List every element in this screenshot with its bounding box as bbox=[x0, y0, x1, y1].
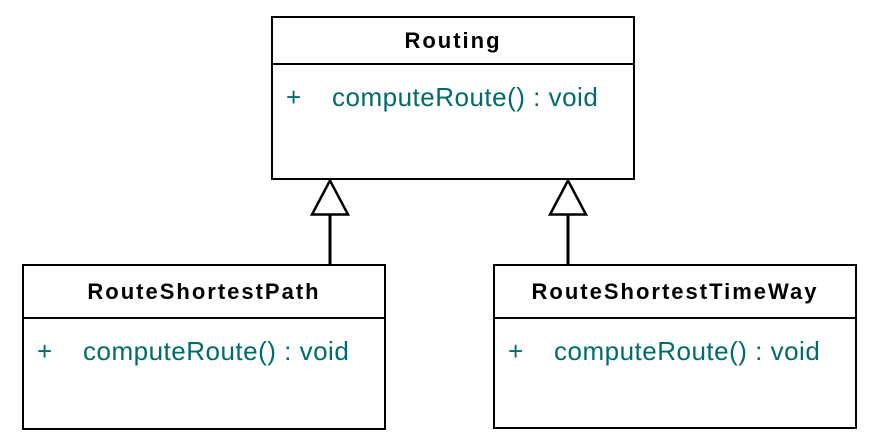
method-signature: computeRoute() : void bbox=[554, 336, 821, 366]
class-methods-compartment: + computeRoute() : void bbox=[24, 319, 384, 367]
hollow-triangle-arrowhead-icon bbox=[547, 177, 589, 216]
class-box-route-shortest-path: RouteShortestPath + computeRoute() : void bbox=[22, 264, 386, 430]
method-signature: computeRoute() : void bbox=[83, 336, 350, 366]
class-title: RouteShortestTimeWay bbox=[495, 266, 855, 319]
method-row: + computeRoute() : void bbox=[508, 336, 855, 367]
class-methods-compartment: + computeRoute() : void bbox=[495, 319, 855, 367]
hollow-triangle-arrowhead-icon bbox=[309, 177, 351, 216]
method-row: + computeRoute() : void bbox=[37, 336, 384, 367]
method-visibility: + bbox=[286, 82, 302, 112]
generalization-connector-left bbox=[309, 177, 351, 266]
class-methods-compartment: + computeRoute() : void bbox=[273, 65, 633, 113]
method-row: + computeRoute() : void bbox=[286, 82, 633, 113]
class-box-routing: Routing + computeRoute() : void bbox=[271, 16, 635, 180]
class-box-route-shortest-time-way: RouteShortestTimeWay + computeRoute() : v… bbox=[493, 264, 857, 429]
method-visibility: + bbox=[508, 336, 524, 366]
class-title: Routing bbox=[273, 18, 633, 65]
class-title: RouteShortestPath bbox=[24, 266, 384, 319]
generalization-connector-right bbox=[547, 177, 589, 266]
method-visibility: + bbox=[37, 336, 53, 366]
method-signature: computeRoute() : void bbox=[332, 82, 599, 112]
